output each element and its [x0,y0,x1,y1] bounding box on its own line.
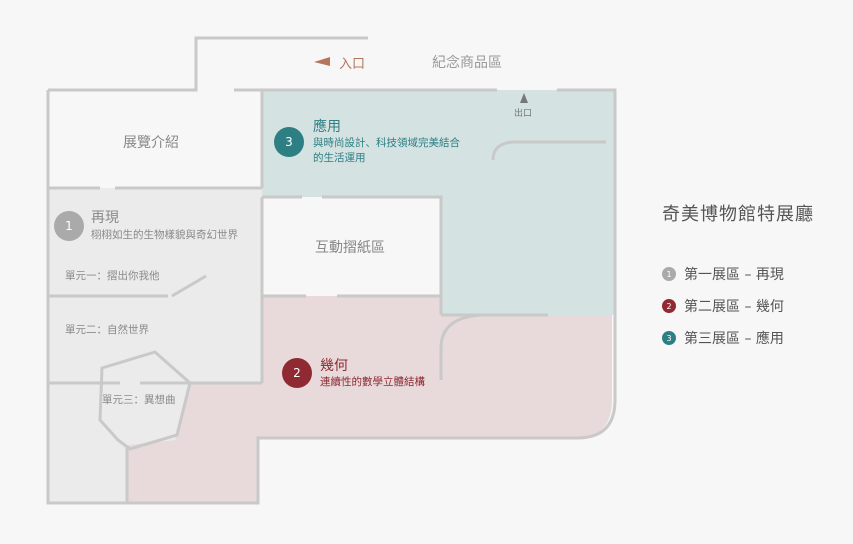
walls [46,36,617,505]
zone3-subtitle-2: 的生活運用 [313,152,366,164]
legend-label-zone3: 第三展區 – 應用 [684,331,784,347]
origami-room [262,197,441,296]
legend-dot-zone1: 1 [662,267,676,281]
legend-label-zone2: 第二展區 – 幾何 [684,299,784,315]
zone3-area [262,90,615,315]
unit1-label: 單元一：摺出你我他 [65,270,160,282]
zone2-title: 幾何 [320,358,348,374]
entrance-arrow-icon [314,57,330,66]
legend-dot-zone3: 3 [662,331,676,345]
zone1-area [48,188,262,503]
zone3-title: 應用 [313,119,341,135]
zone2-subtitle: 連續性的數學立體結構 [320,376,425,388]
unit2-label: 單元二：自然世界 [65,324,149,336]
zone2-badge: 2 [282,358,312,388]
zone3-subtitle-1: 與時尚設計、科技領域完美結合 [313,137,460,149]
legend-item-zone1: 1 第一展區 – 再現 [662,264,784,284]
unit3-label: 單元三：異想曲 [102,394,176,406]
zone1-title: 再現 [91,210,119,226]
legend-item-zone2: 2 第二展區 – 幾何 [662,296,784,316]
zone1-subtitle: 栩栩如生的生物樣貌與奇幻世界 [91,229,238,241]
legend-label-zone1: 第一展區 – 再現 [684,267,784,283]
intro-room [48,90,262,188]
legend-item-zone3: 3 第三展區 – 應用 [662,328,784,348]
origami-room-label: 互動摺紙區 [315,240,385,256]
exit-arrow-icon [520,93,528,103]
unit3-outline [98,350,192,451]
legend-title: 奇美博物館特展廳 [662,204,814,225]
zone2-area [127,296,612,503]
intro-room-label: 展覽介紹 [123,135,179,151]
zone1-badge: 1 [54,211,84,241]
legend-dot-zone2: 2 [662,299,676,313]
souvenir-area-label: 紀念商品區 [432,55,502,71]
zone3-badge: 3 [274,127,304,157]
exit-label: 出口 [514,109,533,119]
entrance-label: 入口 [339,57,366,72]
